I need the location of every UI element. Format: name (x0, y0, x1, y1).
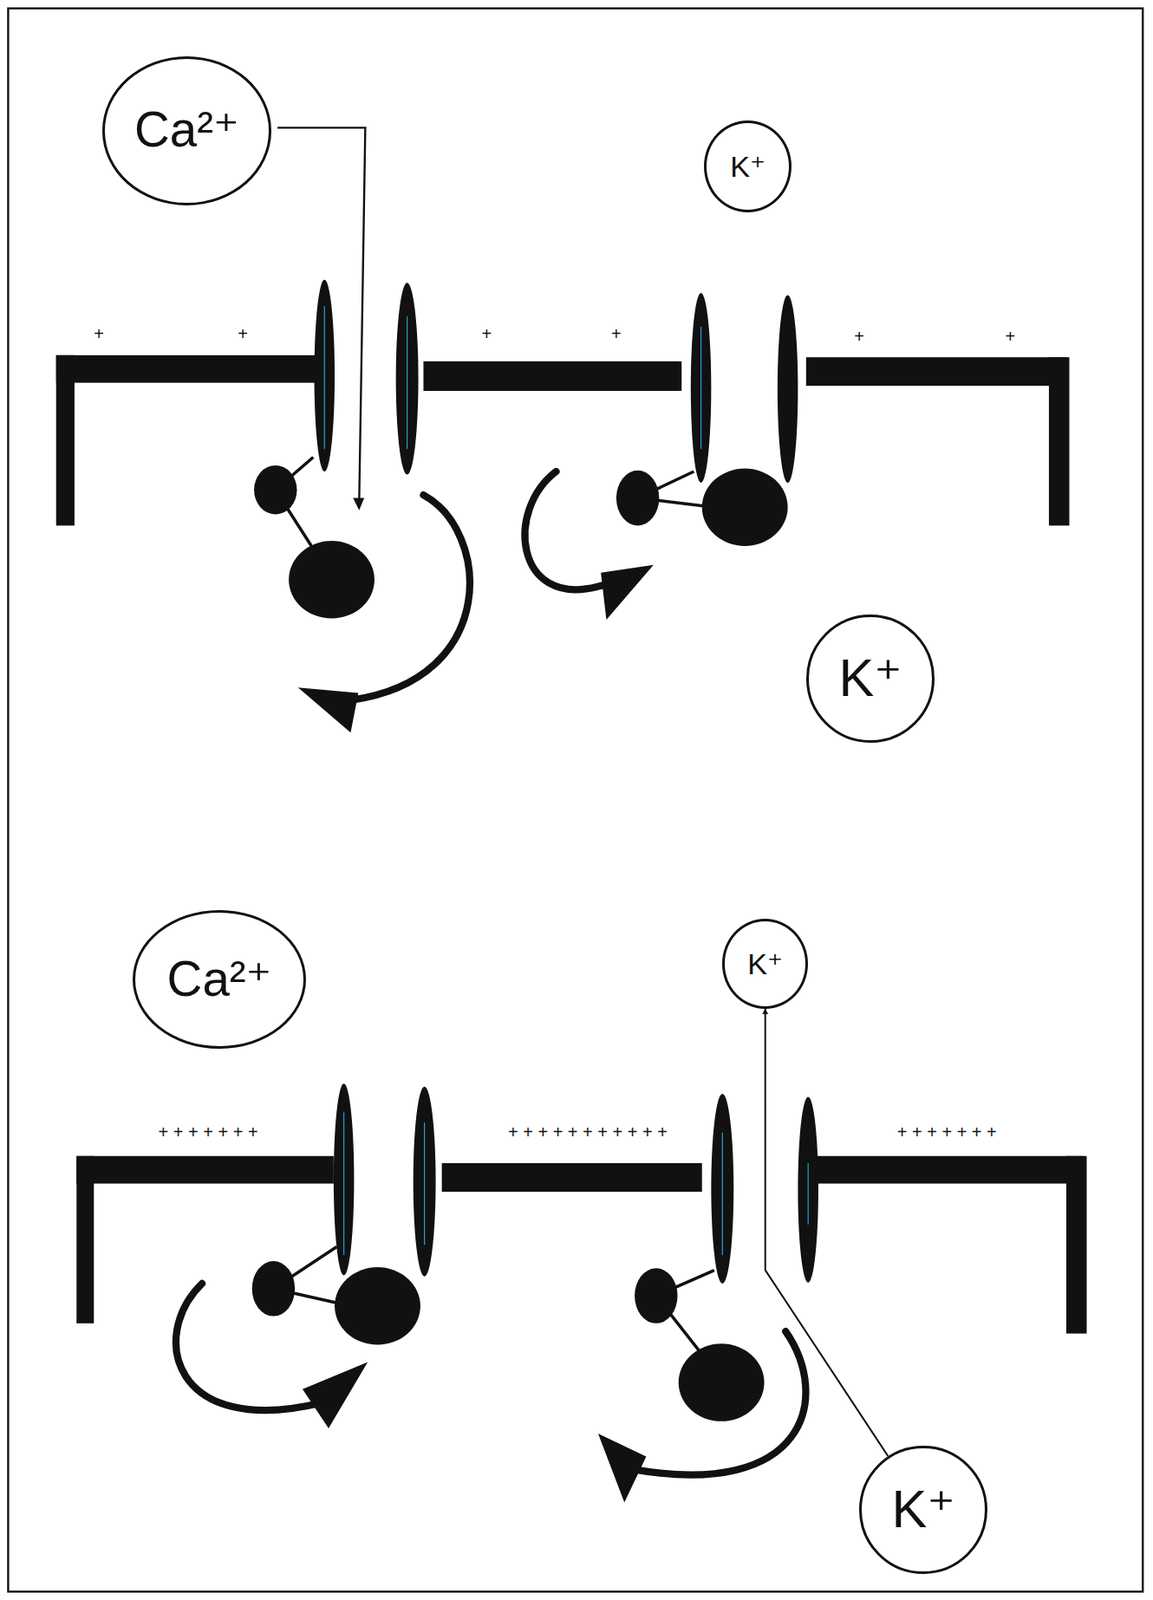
ion-flow-arrow (765, 1009, 889, 1457)
ion-circle: Ca²⁺ (102, 56, 272, 206)
charge-sign: + (237, 325, 248, 343)
charge-sign: + + + + + + + (897, 1123, 997, 1141)
calcium-leader (277, 127, 365, 502)
charge-sign: + + + + + + + + + + + (508, 1123, 668, 1141)
ion-circle: K⁺ (722, 918, 808, 1010)
charge-sign: + + + + + + + (158, 1123, 259, 1141)
ion-name: Ca²⁺ (134, 105, 240, 156)
charge-sign: + (482, 325, 493, 343)
ion-name: K⁺ (838, 651, 902, 705)
frame (7, 8, 1143, 1593)
ion-name: K⁺ (892, 1483, 956, 1537)
ion-circle: K⁺ (806, 614, 935, 743)
ion-name: Ca²⁺ (167, 955, 273, 1005)
channel-highlight (324, 306, 808, 1256)
calcium-arrow-head (352, 498, 365, 511)
ion-name: K⁺ (729, 151, 766, 182)
ion-circle: Ca²⁺ (132, 910, 307, 1049)
charge-sign: + (93, 325, 105, 343)
membrane-bottom (76, 1083, 1087, 1334)
charge-sign: + (611, 325, 622, 343)
arrow-heads (300, 566, 652, 1500)
ion-name: K⁺ (747, 949, 783, 979)
ion-circle: K⁺ (859, 1446, 988, 1575)
channel-gates (252, 457, 789, 1422)
charge-sign: + (1004, 327, 1016, 346)
ion-circle: K⁺ (703, 120, 792, 213)
charge-sign: + (853, 327, 865, 346)
membrane-top (56, 280, 1070, 527)
